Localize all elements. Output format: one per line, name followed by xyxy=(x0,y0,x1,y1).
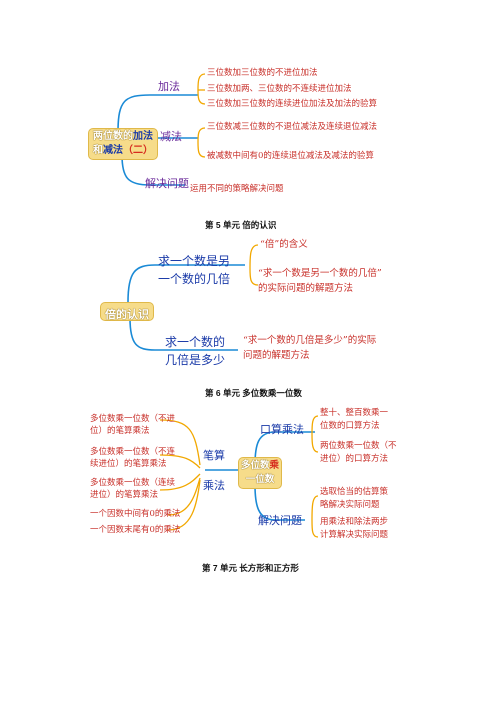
oral-item-1-line2: 位数的口算方法 xyxy=(320,421,380,431)
branch-multiply-solve: 解决问题 xyxy=(258,515,302,527)
written-item-1-line2: 位）的笔算乘法 xyxy=(90,426,150,436)
add-item-2: 三位数加两、三位数的不连续进位加法 xyxy=(207,84,352,94)
section-7-heading: 第 7 单元 长方形和正方形 xyxy=(202,563,299,573)
branch-times-1-line1: 求一个数是另 xyxy=(158,254,231,268)
branch-times-2-line1: 求一个数的 xyxy=(165,335,226,349)
written-item-4: 一个因数中间有0的乘法 xyxy=(90,509,181,519)
times-item-3-line2: 问题的解题方法 xyxy=(243,350,310,361)
oral-item-1-line1: 整十、整百数乘一 xyxy=(320,408,389,418)
branch-times-1-line2: 一个数的几倍 xyxy=(158,272,231,286)
mul-solve-item-2-line1: 用乘法和除法两步 xyxy=(320,517,389,527)
center-node-multiply-text-2: 一位数 xyxy=(245,474,275,485)
written-item-2-line2: 续进位）的笔算乘法 xyxy=(90,459,167,469)
written-item-3-line2: 进位）的笔算乘法 xyxy=(90,490,159,500)
center-node-add-sub: 两位数的加法 和减法（二） xyxy=(88,128,158,160)
section-6-heading: 第 6 单元 多位数乘一位数 xyxy=(205,388,302,398)
add-item-1: 三位数加三位数的不进位加法 xyxy=(207,68,318,78)
center-node-add-sub-text-2a: 和 xyxy=(93,145,103,156)
sub-item-1: 三位数减三位数的不退位减法及连续退位减法 xyxy=(207,122,378,132)
center-node-add-sub-text-2c: （二） xyxy=(123,145,153,156)
mul-solve-item-2-line2: 计算解决实际问题 xyxy=(320,530,389,540)
oral-item-2-line2: 进位）的口算方法 xyxy=(320,454,389,464)
times-item-1: “倍”的含义 xyxy=(260,239,308,250)
center-node-multiply-text-1b: 乘 xyxy=(269,460,280,471)
branch-written-line1: 笔算 xyxy=(203,450,225,462)
mul-solve-item-1-line1: 选取恰当的估算策 xyxy=(320,487,389,497)
center-node-add-sub-text-1a: 两位数的 xyxy=(93,131,133,142)
center-node-add-sub-text-1b: 加法 xyxy=(133,131,153,142)
branch-oral: 口算乘法 xyxy=(260,424,304,436)
solve-item: 运用不同的策略解决问题 xyxy=(190,184,284,194)
oral-item-2-line1: 两位数乘一位数（不 xyxy=(320,441,397,451)
center-node-multiply: 多位数乘 一位数 xyxy=(238,457,282,489)
written-item-1-line1: 多位数乘一位数（不进 xyxy=(90,414,176,424)
branch-written-line2: 乘法 xyxy=(203,480,225,492)
center-node-multiply-text-1a: 多位数 xyxy=(240,460,270,471)
branch-subtraction: 减法 xyxy=(160,131,182,143)
sub-item-2: 被减数中间有0的连续退位减法及减法的验算 xyxy=(207,151,374,161)
mul-solve-item-1-line2: 略解决实际问题 xyxy=(320,500,380,510)
center-node-times-text: 倍的认识 xyxy=(105,309,149,321)
add-item-3: 三位数加三位数的连续进位加法及加法的验算 xyxy=(207,99,378,109)
center-node-add-sub-text-2b: 减法 xyxy=(103,145,123,156)
section-5-heading: 第 5 单元 倍的认识 xyxy=(205,220,277,230)
written-item-2-line1: 多位数乘一位数（不连 xyxy=(90,447,176,457)
times-item-2-line2: 的实际问题的解题方法 xyxy=(258,283,354,294)
written-item-3-line1: 多位数乘一位数（连续 xyxy=(90,478,176,488)
written-item-5: 一个因数末尾有0的乘法 xyxy=(90,525,181,535)
times-item-2-line1: “求一个数是另一个数的几倍” xyxy=(258,268,382,279)
branch-times-2-line2: 几倍是多少 xyxy=(165,353,226,367)
center-node-times: 倍的认识 xyxy=(100,302,154,321)
branch-addition: 加法 xyxy=(158,81,180,93)
branch-problem-solving: 解决问题 xyxy=(145,178,189,190)
times-item-3-line1: “求一个数的几倍是多少”的实际 xyxy=(243,335,377,346)
